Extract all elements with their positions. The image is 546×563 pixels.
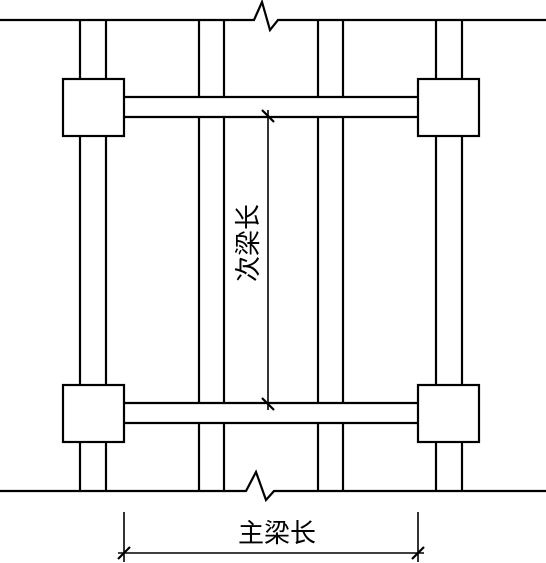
- secondary-beam-length-label: 次梁长: [234, 204, 264, 282]
- column-bottom-right: [416, 383, 481, 444]
- main-beam-length-label: 主梁长: [238, 519, 316, 549]
- column-bottom-left: [61, 383, 126, 444]
- bottom-break-line: [0, 469, 546, 503]
- main-beam-dimension: [117, 512, 425, 562]
- bottom-cross-beam: [124, 401, 418, 425]
- column-top-right: [416, 77, 481, 138]
- top-cross-beam: [124, 95, 418, 119]
- top-break-line: [0, 0, 546, 33]
- secondary-beam-dimension: [261, 109, 275, 411]
- column-top-left: [61, 77, 126, 138]
